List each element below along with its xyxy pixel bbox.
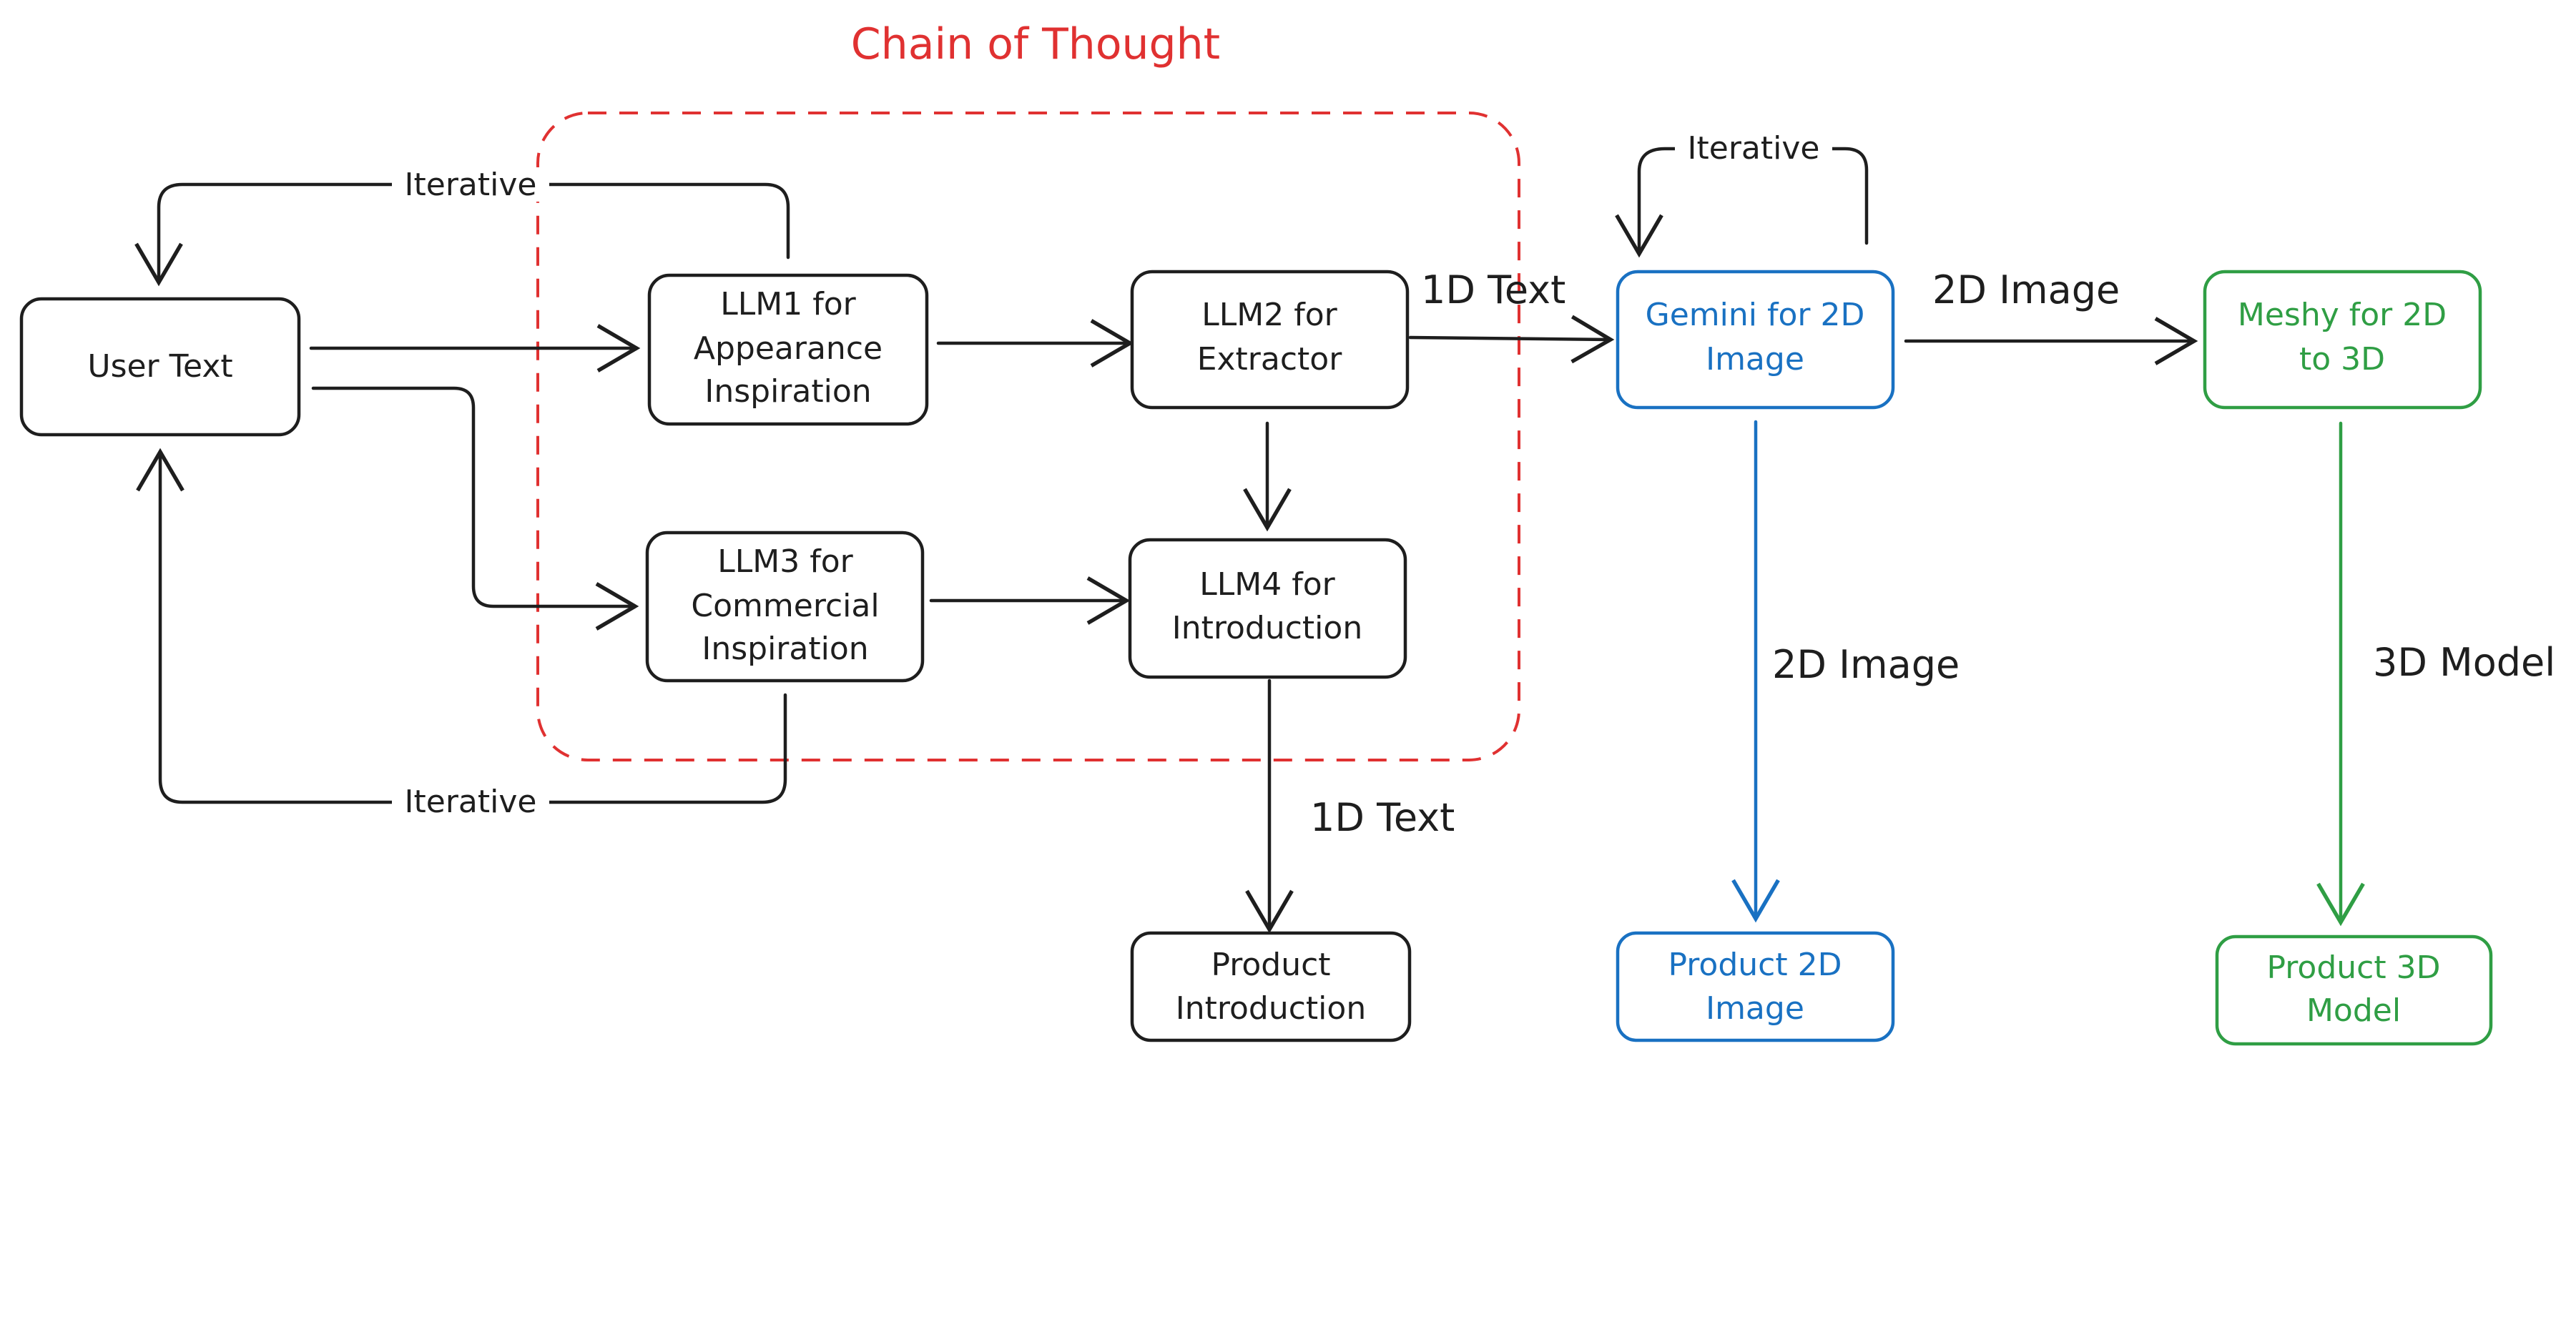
- node-llm3: LLM3 for Commercial Inspiration: [645, 531, 925, 683]
- node-gemini-line-2: Image: [1706, 341, 1804, 378]
- node-gemini: Gemini for 2D Image: [1616, 270, 1895, 410]
- node-product-intro: Product Introduction: [1130, 931, 1412, 1042]
- label-gemini-to-meshy: 2D Image: [1932, 267, 2120, 312]
- node-meshy-line-2: to 3D: [2299, 341, 2385, 378]
- loop-label-bottom: Iterative: [405, 784, 537, 820]
- node-user-text-label: User Text: [87, 348, 232, 385]
- node-llm3-line-1: LLM3 for: [717, 543, 853, 580]
- loop-label-gemini-group: Iterative: [1675, 130, 1832, 167]
- chain-of-thought-frame: [536, 112, 1520, 761]
- node-llm1-line-2: Appearance: [694, 330, 883, 367]
- node-llm2: LLM2 for Extractor: [1130, 270, 1410, 410]
- edge-user-to-llm3: [311, 386, 639, 631]
- chain-of-thought-title: Chain of Thought: [851, 19, 1220, 69]
- node-product-3d-line-1: Product 3D: [2267, 949, 2441, 986]
- node-product-3d-line-2: Model: [2306, 992, 2401, 1029]
- node-meshy: Meshy for 2D to 3D: [2203, 270, 2482, 410]
- node-llm3-line-2: Commercial: [691, 588, 879, 624]
- edge-llm2-to-gemini: [1408, 315, 1615, 364]
- node-product-2d-line-2: Image: [1706, 990, 1804, 1027]
- node-product-2d: Product 2D Image: [1616, 931, 1895, 1042]
- loop-label-bottom-group: Iterative: [392, 784, 549, 820]
- node-gemini-line-1: Gemini for 2D: [1646, 297, 1865, 333]
- label-meshy-to-product-3d: 3D Model: [2373, 640, 2555, 685]
- label-llm2-to-gemini: 1D Text: [1421, 267, 1565, 312]
- label-gemini-to-product-2d: 2D Image: [1772, 642, 1960, 687]
- node-llm2-line-1: LLM2 for: [1201, 297, 1337, 333]
- loop-label-top-group: Iterative: [392, 167, 549, 203]
- node-llm3-line-3: Inspiration: [702, 631, 868, 667]
- node-llm1-line-1: LLM1 for: [720, 286, 856, 322]
- loop-label-top: Iterative: [405, 167, 537, 203]
- node-product-3d: Product 3D Model: [2215, 934, 2493, 1046]
- node-llm1: LLM1 for Appearance Inspiration: [647, 273, 929, 426]
- node-llm2-line-2: Extractor: [1197, 341, 1343, 378]
- node-product-intro-line-1: Product: [1211, 947, 1330, 983]
- label-llm4-to-product-intro: 1D Text: [1310, 795, 1455, 840]
- loop-label-gemini: Iterative: [1688, 130, 1820, 167]
- node-product-intro-line-2: Introduction: [1176, 990, 1366, 1027]
- node-llm4-line-2: Introduction: [1172, 610, 1362, 646]
- node-llm4-line-1: LLM4 for: [1199, 566, 1335, 603]
- node-product-2d-line-1: Product 2D: [1668, 947, 1842, 983]
- node-llm1-line-3: Inspiration: [704, 373, 871, 410]
- node-user-text: User Text: [19, 297, 301, 437]
- node-meshy-line-1: Meshy for 2D: [2238, 297, 2447, 333]
- chain-of-thought-group: Chain of Thought: [536, 19, 1520, 761]
- node-llm4: LLM4 for Introduction: [1128, 538, 1407, 679]
